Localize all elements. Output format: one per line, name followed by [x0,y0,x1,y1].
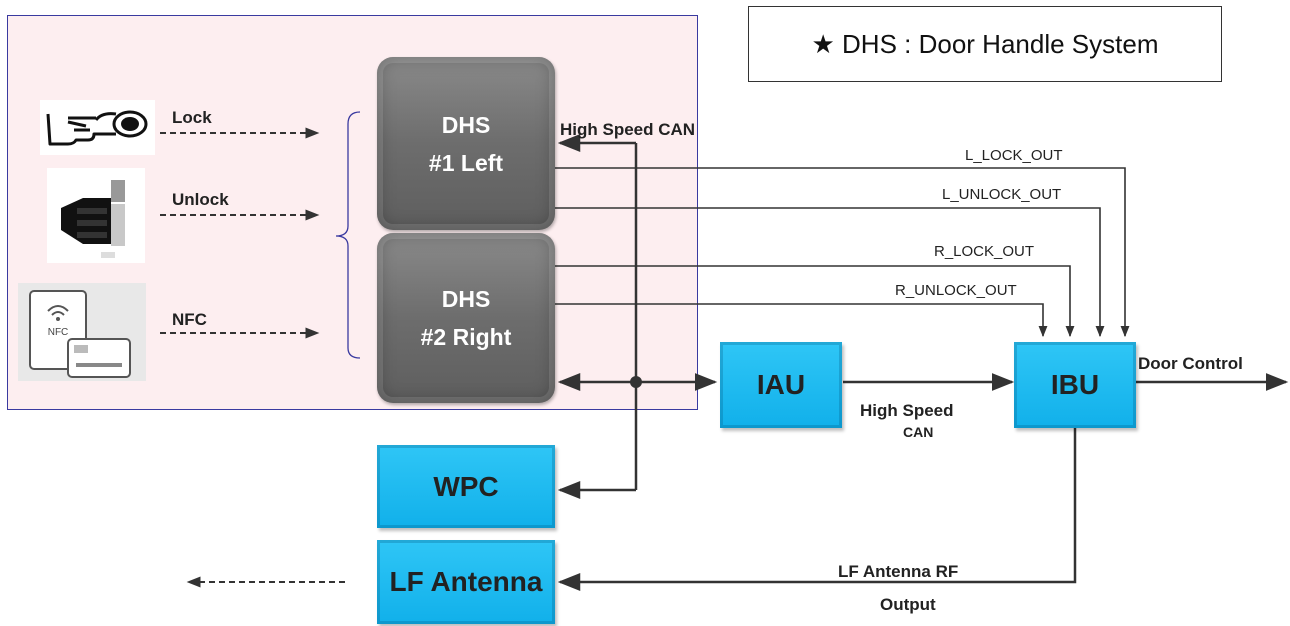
hand-grip-icon [47,168,145,263]
signal-r-lock-out: R_LOCK_OUT [934,243,1035,260]
mid-can-label-line1: High Speed [860,401,954,420]
wire-r-lock-out [555,265,1075,338]
signal-l-lock-out: L_LOCK_OUT [965,147,1063,164]
lf-rf-label-line1: LF Antenna RF [838,562,959,581]
wpc-label: WPC [433,470,499,502]
ibu-block: IBU [1014,342,1136,428]
lf-rf-label-line2: Output [880,595,936,614]
signal-r-unlock-out: R_UNLOCK_OUT [895,282,1017,299]
wire-l-unlock-out [555,207,1105,338]
can-junction [630,376,642,388]
input-arrows [160,127,345,588]
dhs-left-line2: #1 Left [428,149,504,176]
dhs-left-block: DHS #1 Left [377,57,555,230]
lf-antenna-label: LF Antenna [389,566,543,597]
legend-box: ★ DHS : Door Handle System [748,6,1222,82]
lock-label: Lock [172,108,212,127]
top-can-label: High Speed CAN [560,120,696,139]
wpc-block: WPC [377,445,555,528]
dhs-right-block: DHS #2 Right [377,233,555,403]
unlock-label: Unlock [172,190,229,209]
door-control-label: Door Control [1138,354,1243,373]
dhs-left-line1: DHS [441,111,491,138]
dhs-right-line1: DHS [441,286,491,312]
input-brace [335,111,361,359]
nfc-label: NFC [172,310,207,329]
wire-r-unlock-out [555,303,1048,338]
finger-press-icon [40,100,155,155]
mid-can-label-line2: CAN [903,424,934,440]
iau-block: IAU [720,342,842,428]
wire-l-lock-out [555,167,1130,338]
lf-antenna-block: LF Antenna [377,540,555,624]
nfc-card-icon: NFC [18,283,146,381]
nfc-icon-text: NFC [48,327,69,338]
signal-l-unlock-out: L_UNLOCK_OUT [942,186,1062,203]
ibu-label: IBU [1050,369,1100,400]
lf-rf-link [557,428,1077,591]
iau-label: IAU [756,369,806,400]
dhs-right-line2: #2 Right [420,324,512,350]
legend-text: ★ DHS : Door Handle System [811,28,1159,59]
